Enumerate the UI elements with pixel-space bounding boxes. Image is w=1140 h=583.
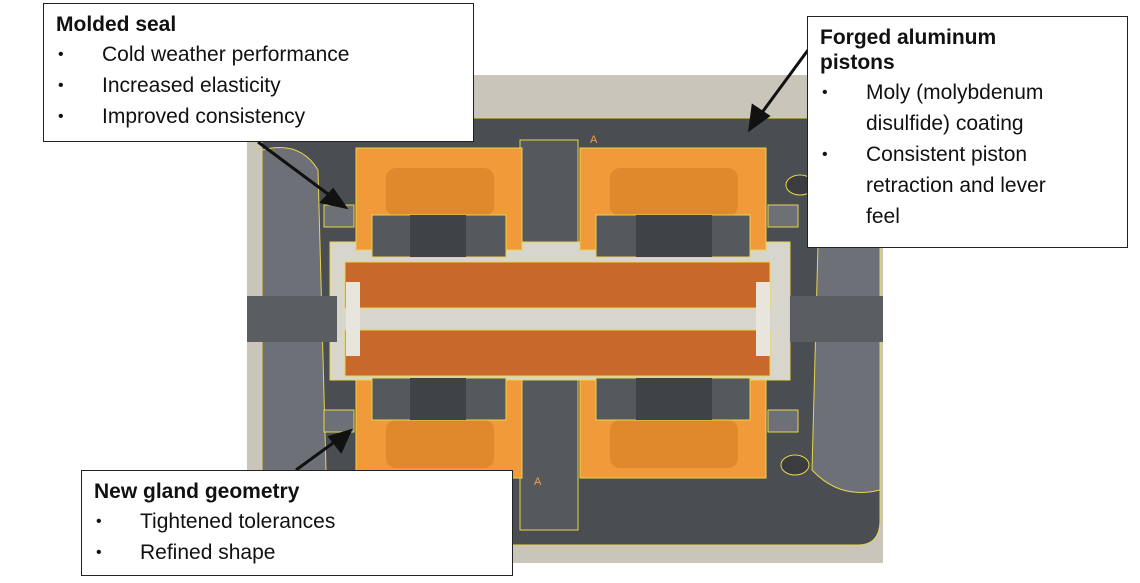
list-item: Refined shape bbox=[94, 537, 500, 568]
pad-clip-right bbox=[756, 282, 770, 356]
bullet-list: Cold weather performance Increased elast… bbox=[56, 39, 461, 132]
brake-pad-lower bbox=[344, 329, 771, 377]
list-item: Moly (molybdenum disulfide) coating bbox=[820, 77, 1115, 139]
list-item: Cold weather performance bbox=[56, 39, 461, 70]
list-item: Tightened tolerances bbox=[94, 506, 500, 537]
pad-clip-left bbox=[346, 282, 360, 356]
list-item-line: Consistent piston bbox=[866, 143, 1028, 166]
list-item: Improved consistency bbox=[56, 101, 461, 132]
list-item-line: Moly (molybdenum bbox=[866, 81, 1044, 104]
right-port bbox=[790, 296, 883, 342]
piston-bottom-right bbox=[579, 377, 767, 479]
callout-gland-geometry: New gland geometry Tightened tolerances … bbox=[81, 470, 513, 576]
callout-forged-pistons: Forged aluminum pistons Moly (molybdenum… bbox=[807, 16, 1128, 248]
title-line: Forged aluminum bbox=[820, 26, 997, 49]
list-item-line: retraction and lever bbox=[866, 174, 1046, 197]
seal-left-bottom bbox=[323, 409, 355, 433]
piston-top-right bbox=[579, 147, 767, 258]
list-item-line: feel bbox=[866, 205, 900, 228]
brake-pad-upper bbox=[344, 261, 771, 309]
arrow-molded-seal bbox=[257, 140, 349, 210]
title-line: pistons bbox=[820, 51, 895, 74]
callout-molded-seal: Molded seal Cold weather performance Inc… bbox=[43, 3, 474, 142]
callout-title: Forged aluminum pistons bbox=[820, 25, 1115, 75]
bullet-list: Tightened tolerances Refined shape bbox=[94, 506, 500, 568]
section-tag-top: A bbox=[590, 134, 598, 146]
section-tag-bottom: A bbox=[534, 476, 542, 488]
list-item: Increased elasticity bbox=[56, 70, 461, 101]
arrow-forged-pistons bbox=[748, 49, 810, 133]
list-item: Consistent piston retraction and lever f… bbox=[820, 139, 1115, 232]
arrow-gland-geometry bbox=[295, 428, 353, 472]
left-port bbox=[247, 296, 337, 342]
seal-right-top bbox=[767, 204, 799, 228]
seal-right-bottom bbox=[767, 409, 799, 433]
callout-title: Molded seal bbox=[56, 13, 177, 36]
piston-bottom-left bbox=[355, 377, 523, 479]
callout-title: New gland geometry bbox=[94, 480, 300, 503]
list-item-line: disulfide) coating bbox=[866, 112, 1024, 135]
bleed-hole-bottom bbox=[780, 454, 810, 476]
bullet-list: Moly (molybdenum disulfide) coating Cons… bbox=[820, 77, 1115, 232]
seal-left-top bbox=[323, 204, 355, 228]
piston-top-left bbox=[355, 147, 523, 258]
